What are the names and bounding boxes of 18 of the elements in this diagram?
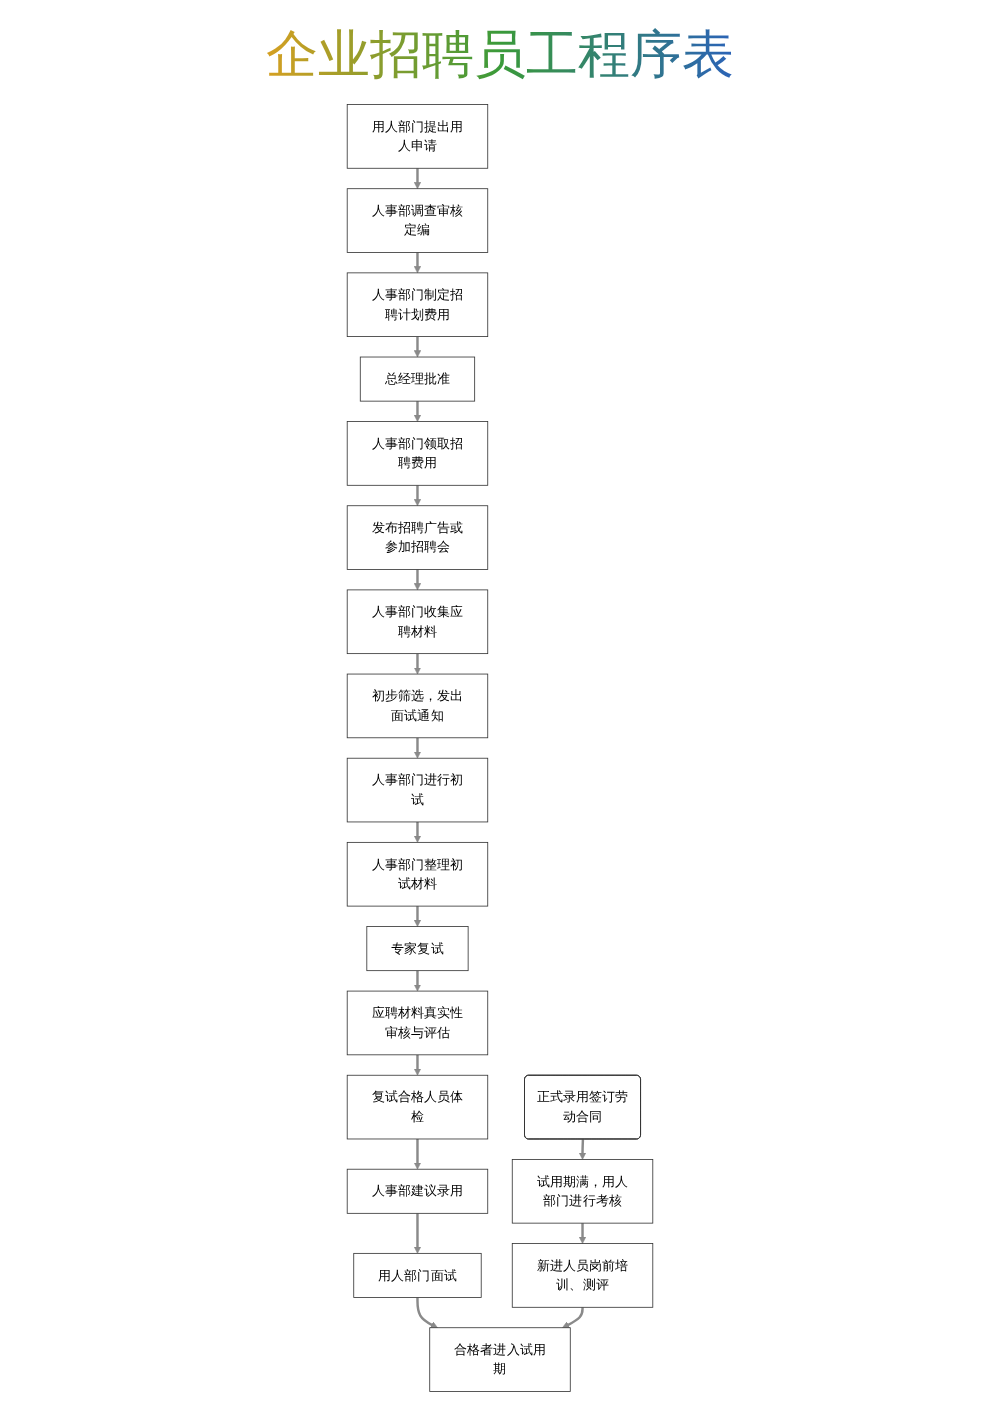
arrow [413,168,422,189]
arrow [413,1139,422,1170]
arrow [562,1307,584,1329]
arrow [413,821,422,843]
arrow [413,1054,422,1076]
arrow [413,1213,422,1254]
arrow [413,569,422,591]
arrow [413,401,422,422]
arrow [413,653,422,675]
arrow [413,970,422,992]
arrow [413,336,422,358]
arrow [413,906,422,927]
arrow [413,252,422,274]
arrow [413,485,422,507]
arrow [578,1139,587,1160]
arrow [413,737,422,759]
arrow [578,1223,587,1244]
arrow [416,1297,438,1329]
